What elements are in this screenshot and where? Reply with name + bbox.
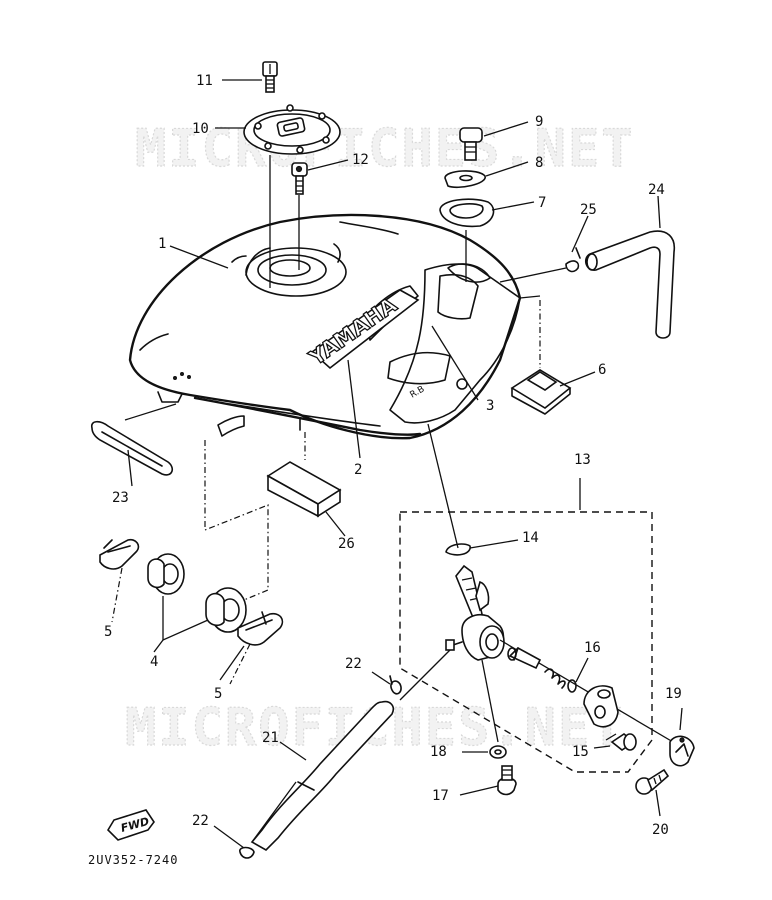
label-17: 17 [432,788,449,804]
fuel-cap-10 [243,104,341,155]
drain-bolt-17 [497,765,517,796]
clip-5-lower [237,611,284,646]
label-9: 9 [535,114,543,130]
label-19: 19 [665,686,682,702]
label-7: 7 [538,195,546,211]
breather-hose-24 [584,230,676,339]
clip-5-upper [99,538,140,570]
label-13: 13 [574,452,591,468]
label-2a: 2 [354,462,362,478]
collar-8 [444,170,486,189]
clip-25 [565,247,581,273]
label-11: 11 [196,73,213,89]
cock-lever-plate [583,685,619,728]
screw-15 [605,733,637,751]
bolt-11 [262,61,278,93]
label-8: 8 [535,155,543,171]
fuel-tank-1: YAMAHA R.B [128,213,522,440]
label-22b: 22 [192,813,209,829]
damper-6 [510,369,572,415]
label-15: 15 [572,744,589,760]
label-12: 12 [352,152,369,168]
label-4a: 4 [150,654,158,670]
label-25: 25 [580,202,597,218]
fuel-hose-21 [250,700,395,851]
label-6: 6 [598,362,606,378]
spring [544,668,566,689]
bolt-12 [291,162,308,195]
washer-18 [489,745,507,759]
fwd-arrow: FWD [106,809,155,841]
screw-20 [635,768,670,795]
grommet-4-upper [147,553,185,595]
label-1: 1 [158,236,166,252]
knob-19 [669,735,695,767]
tank-small-mark: R.B [409,384,427,400]
label-21: 21 [262,730,279,746]
damper-7 [439,198,495,228]
o-ring-14 [445,543,471,556]
clip-22-lower [239,846,255,859]
label-26: 26 [338,536,355,552]
clip-22-upper [389,675,402,695]
label-18: 18 [430,744,447,760]
grommet-4-lower [205,587,247,633]
damper-26 [266,461,342,518]
label-14: 14 [522,530,539,546]
o-ring-16 [567,679,577,693]
label-24: 24 [648,182,665,198]
watermark-top: MICROFICHES.NET [135,119,635,179]
bolt-9 [459,127,483,161]
label-20: 20 [652,822,669,838]
label-23: 23 [112,490,129,506]
label-3: 3 [486,398,494,414]
label-22a: 22 [345,656,362,672]
damper-strip-23 [90,420,174,476]
label-5b: 5 [214,686,222,702]
diagram-code: 2UV352-7240 [88,853,178,867]
label-16: 16 [584,640,601,656]
cock-lever-shaft [507,647,542,670]
tank-logo: YAMAHA [304,292,401,370]
label-5a: 5 [104,624,112,640]
fuel-cock-body [445,564,505,661]
label-10: 10 [192,121,209,137]
